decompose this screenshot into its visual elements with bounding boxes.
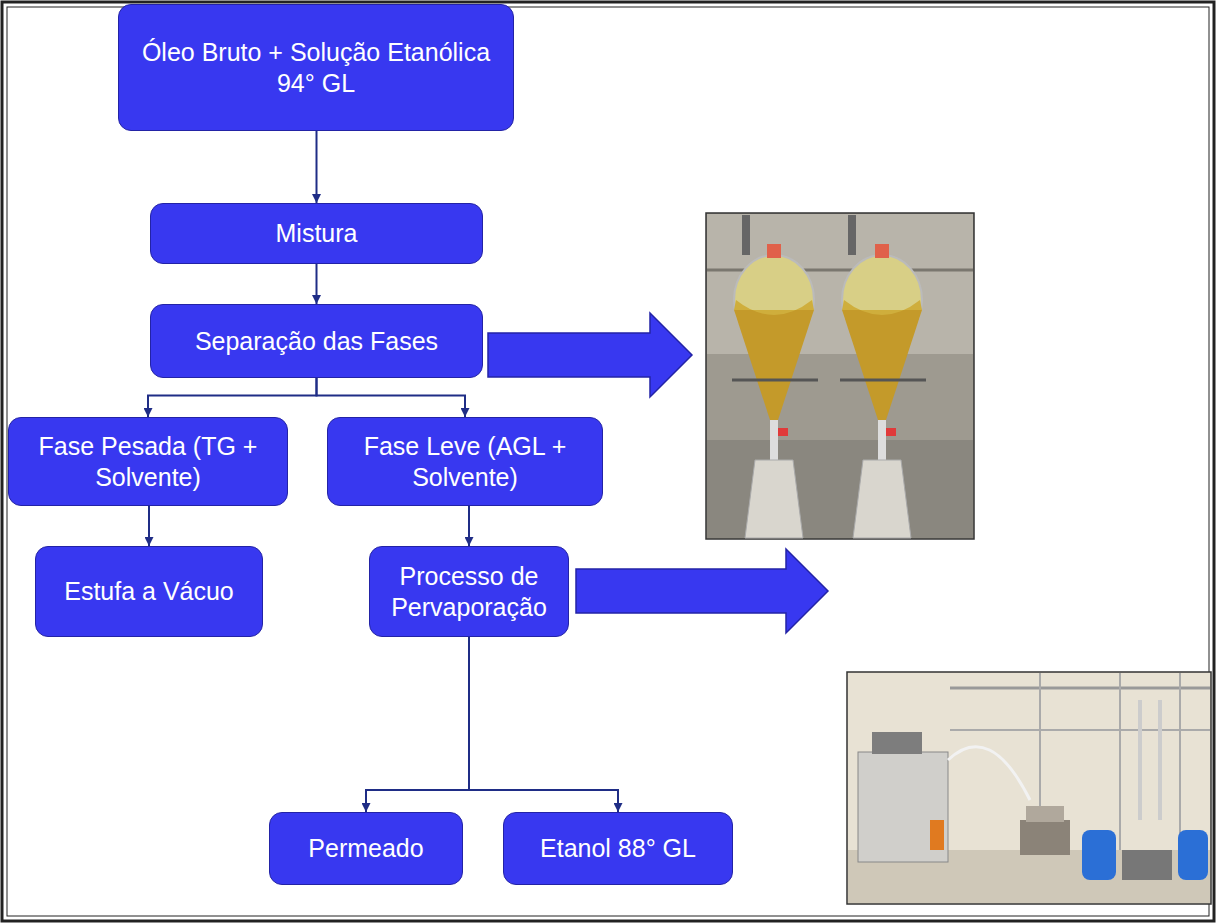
box-label: Estufa a Vácuo — [64, 576, 234, 607]
process-box: Mistura — [150, 203, 483, 264]
flow-arrow — [316, 131, 318, 203]
phase-box: Fase Leve (AGL + Solvente) — [327, 417, 603, 506]
process-box: Estufa a Vácuo — [35, 546, 263, 637]
box-label: Fase Pesada (TG + Solvente) — [19, 431, 277, 492]
phase-box: Fase Pesada (TG + Solvente) — [8, 417, 288, 506]
block-arrow — [488, 313, 692, 397]
flow-arrow — [469, 637, 618, 812]
block-arrow — [576, 549, 828, 633]
box-label: Fase Leve (AGL + Solvente) — [338, 431, 592, 492]
flow-arrow — [148, 506, 150, 546]
photo-funnels — [706, 213, 974, 539]
box-label: Mistura — [276, 218, 358, 249]
flow-arrow — [366, 637, 469, 812]
box-label: Separação das Fases — [195, 326, 438, 357]
box-label: Processo de Pervaporação — [380, 561, 558, 622]
process-box: Processo de Pervaporação — [369, 546, 569, 637]
box-label: Óleo Bruto + Solução Etanólica 94° GL — [129, 37, 503, 98]
output-box: Etanol 88° GL — [503, 812, 733, 885]
output-box: Permeado — [269, 812, 463, 885]
input-box: Óleo Bruto + Solução Etanólica 94° GL — [118, 4, 514, 131]
process-box: Separação das Fases — [150, 304, 483, 378]
flow-arrow — [316, 264, 318, 304]
flow-arrow — [317, 378, 466, 417]
flow-arrow — [148, 378, 317, 417]
photo-pervaporation — [847, 672, 1211, 904]
flow-arrow — [468, 506, 470, 546]
box-label: Permeado — [308, 833, 423, 864]
box-label: Etanol 88° GL — [540, 833, 696, 864]
